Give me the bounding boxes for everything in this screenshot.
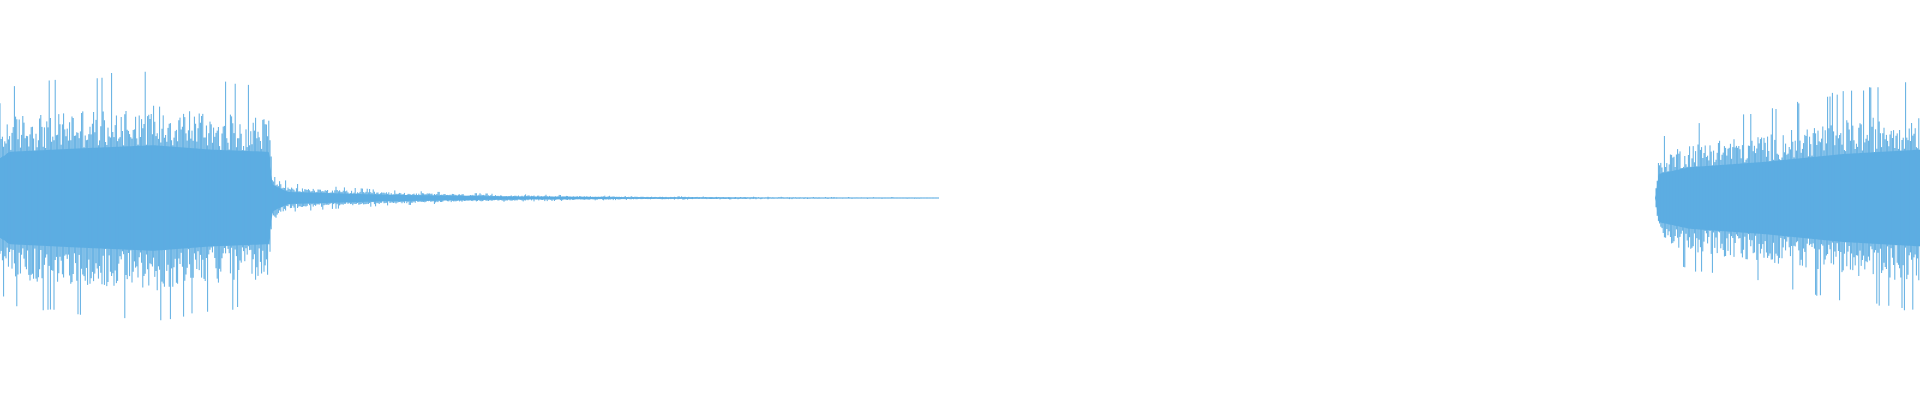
waveform-samples [0, 71, 1920, 321]
